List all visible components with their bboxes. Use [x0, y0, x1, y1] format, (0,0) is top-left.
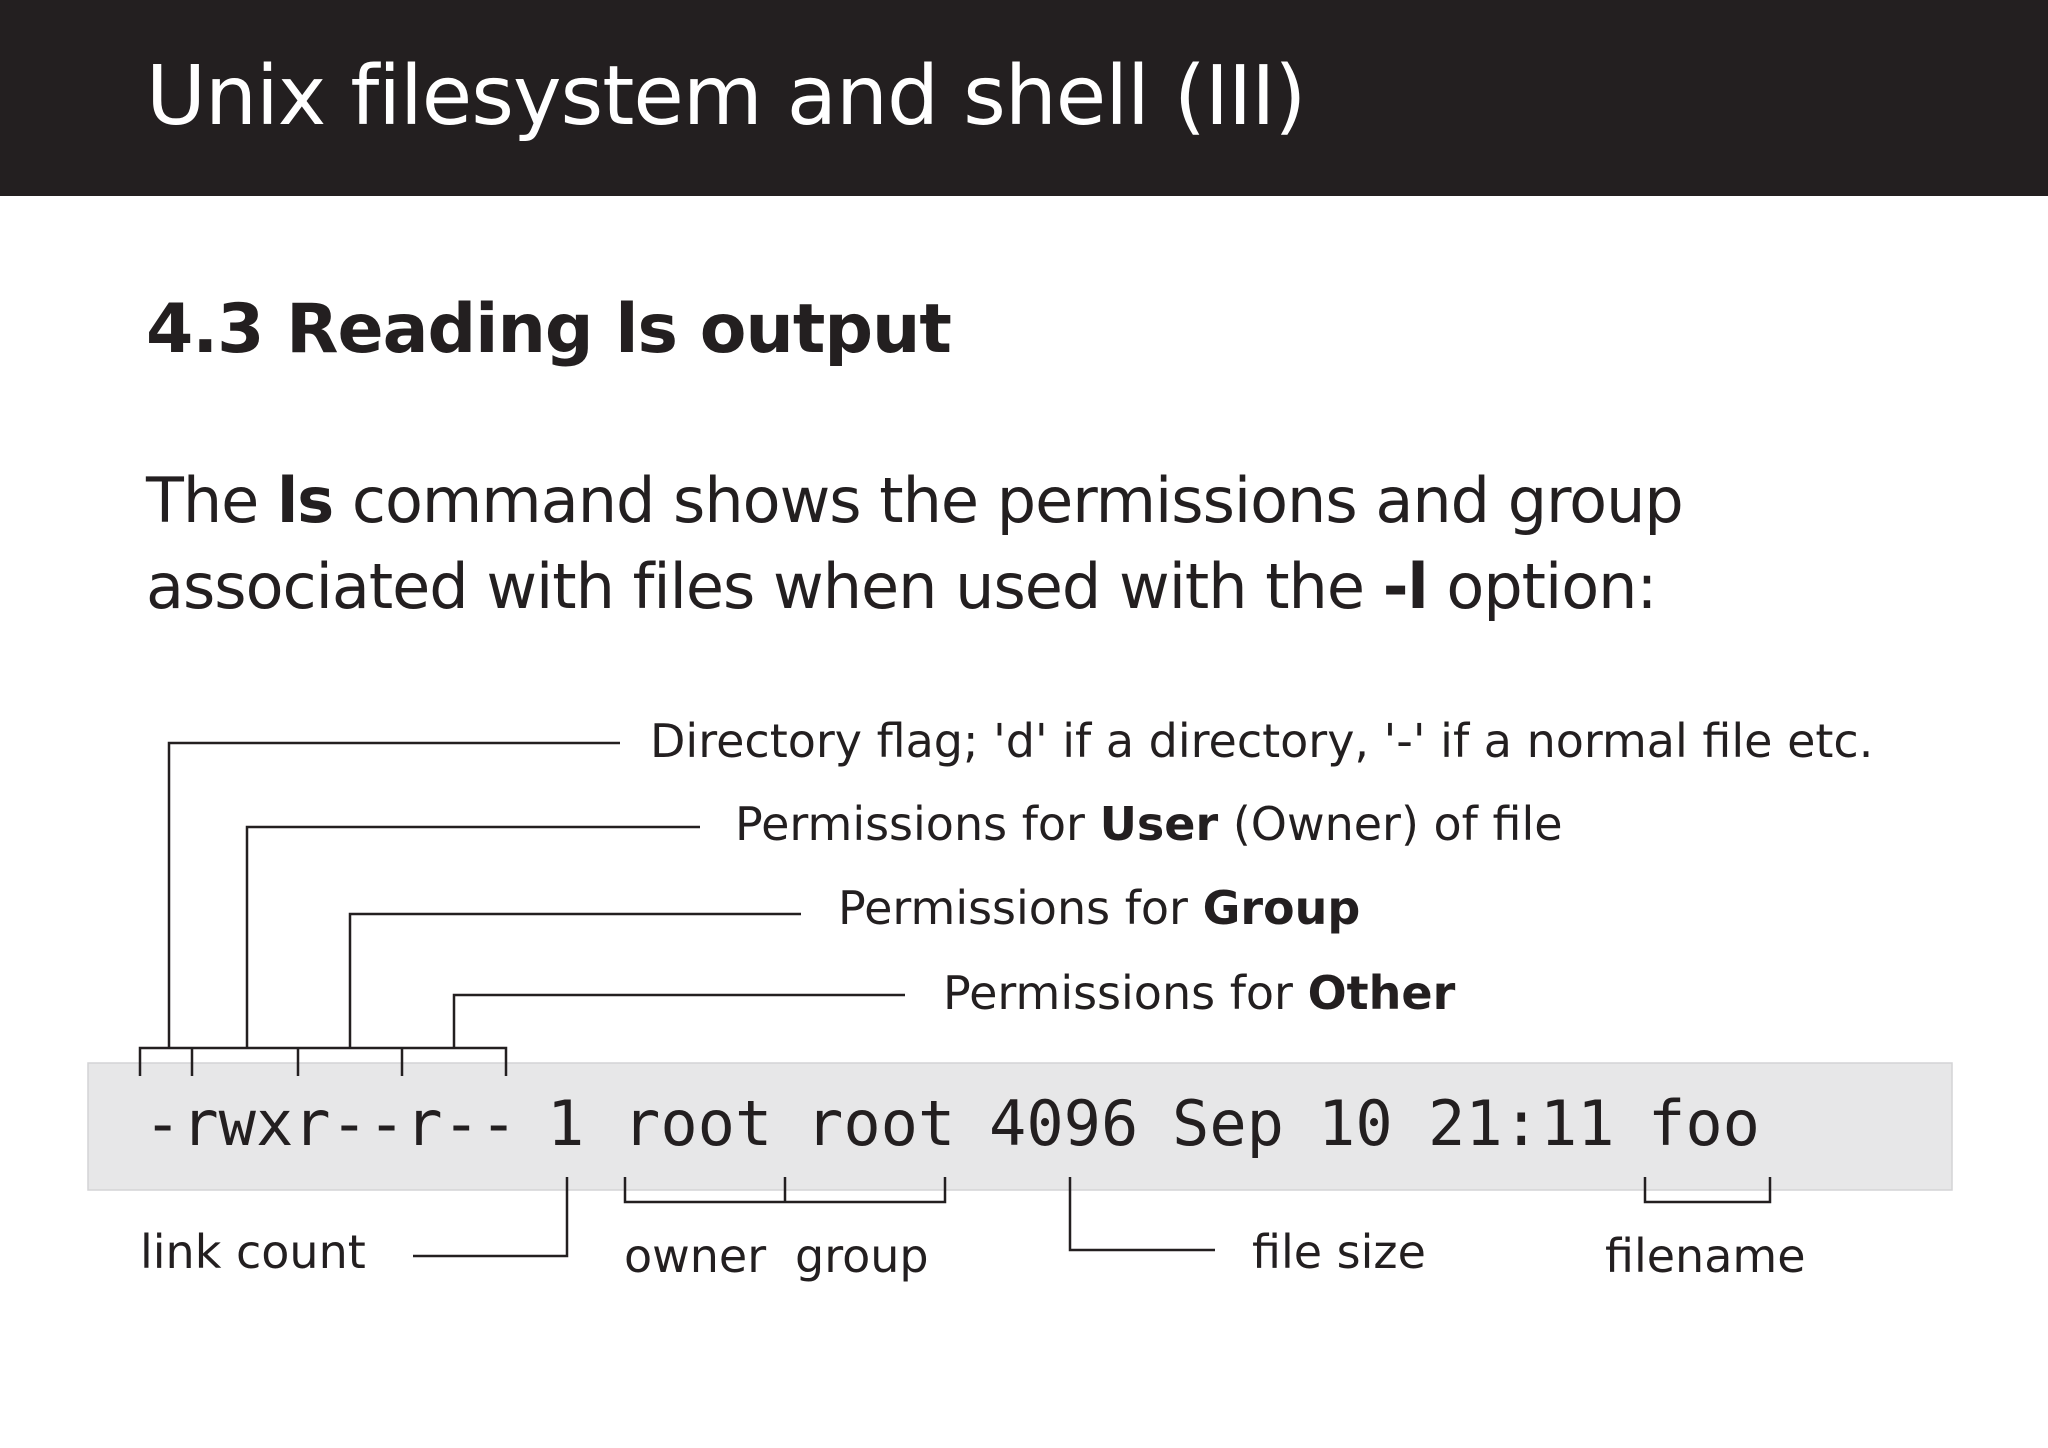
other-permissions-label: Permissions for Other: [943, 966, 1456, 1020]
group-permissions-prefix: Permissions for: [838, 881, 1203, 935]
directory-flag-leader: [167, 741, 620, 1048]
user-permissions-bold: User: [1100, 797, 1219, 851]
intro-line-1: The ls command shows the permissions and…: [146, 458, 1684, 544]
intro-paragraph: The ls command shows the permissions and…: [146, 458, 1684, 630]
ls-owner: root: [623, 1087, 772, 1160]
link-count-leader: [413, 1177, 569, 1258]
title-bar: [0, 0, 2048, 196]
ls-size: 4096: [989, 1087, 1138, 1160]
group-permissions-bold: Group: [1203, 881, 1361, 935]
link-count-label: link count: [140, 1225, 366, 1279]
owner-label: owner: [624, 1229, 766, 1283]
user-permissions-label: Permissions for User (Owner) of file: [735, 797, 1563, 851]
intro-line-2: associated with files when used with the…: [146, 544, 1683, 630]
permission-bracket: [138, 1046, 508, 1076]
group-label: group: [795, 1229, 929, 1283]
group-permissions-leader: [348, 912, 801, 1048]
filename-bracket: [1643, 1177, 1772, 1204]
filename-label: filename: [1605, 1229, 1806, 1283]
group-permissions-label: Permissions for Group: [838, 881, 1360, 935]
intro-text: associated with files when used with the: [146, 550, 1383, 623]
section-heading: 4.3 Reading ls output: [146, 290, 952, 369]
directory-flag-label: Directory flag; 'd' if a directory, '-' …: [650, 714, 1873, 768]
ls-output-band: [87, 1062, 1953, 1191]
ls-command-term: ls: [277, 464, 334, 537]
ls-day: 10: [1318, 1087, 1393, 1160]
intro-text: The: [146, 464, 278, 537]
other-permissions-prefix: Permissions for: [943, 966, 1308, 1020]
intro-text: command shows the permissions and group: [333, 464, 1684, 537]
ls-link-count: 1: [547, 1087, 584, 1160]
file-size-leader: [1068, 1177, 1215, 1252]
ls-permissions: -rwxr--r--: [144, 1087, 517, 1160]
user-permissions-prefix: Permissions for: [735, 797, 1100, 851]
l-option-term: -l: [1382, 550, 1429, 623]
ls-filename: foo: [1648, 1087, 1760, 1160]
ls-month: Sep: [1172, 1087, 1284, 1160]
ls-group: root: [806, 1087, 955, 1160]
other-permissions-leader: [452, 993, 905, 1048]
slide-title: Unix filesystem and shell (III): [146, 49, 1306, 144]
user-permissions-leader: [245, 825, 700, 1048]
file-size-label: file size: [1252, 1225, 1426, 1279]
owner-group-bracket: [623, 1177, 947, 1204]
user-permissions-suffix: (Owner) of file: [1218, 797, 1562, 851]
intro-text: option:: [1427, 550, 1657, 623]
ls-time: 21:11: [1428, 1087, 1615, 1160]
other-permissions-bold: Other: [1308, 966, 1456, 1020]
